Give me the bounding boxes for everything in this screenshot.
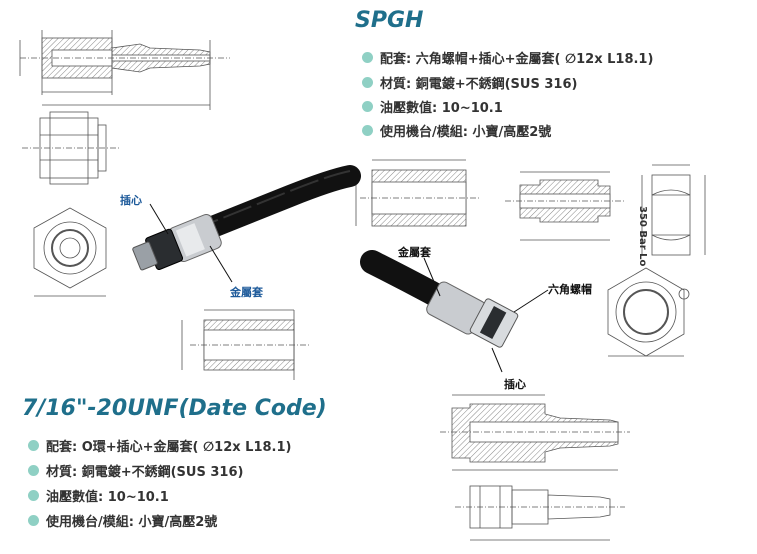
bullet-icon	[362, 52, 373, 63]
spgh-spec-fitting: 配套: 六角螺帽+插心+金屬套( ∅12x L18.1)	[362, 48, 653, 67]
spec-text: 使用機台/模組: 小寶/高壓2號	[46, 515, 218, 530]
hose-print-text: 350 Bar Lo	[637, 206, 648, 267]
right-label-core: 插心	[504, 378, 526, 391]
spec-text: 配套: O環+插心+金屬套( ∅12x L18.1)	[46, 440, 292, 455]
bullet-icon	[362, 101, 373, 112]
spec-text: 使用機台/模組: 小寶/高壓2號	[380, 125, 552, 140]
bullet-icon	[28, 515, 39, 526]
right-label-sleeve: 金屬套	[398, 246, 431, 259]
unf-title: 7/16"-20UNF(Date Code)	[22, 396, 327, 421]
right-hose-photo	[360, 250, 519, 348]
unf-spec-fitting: 配套: O環+插心+金屬套( ∅12x L18.1)	[28, 436, 291, 455]
left-hose-photo	[132, 165, 361, 271]
right-label-nut: 六角螺帽	[548, 283, 592, 296]
bullet-icon	[28, 465, 39, 476]
bullet-icon	[362, 77, 373, 88]
spec-text: 材質: 銅電鍍+不銹鋼(SUS 316)	[46, 465, 244, 480]
spec-text: 配套: 六角螺帽+插心+金屬套( ∅12x L18.1)	[380, 52, 654, 67]
bullet-icon	[362, 125, 373, 136]
spec-text: 油壓數值: 10~10.1	[46, 490, 169, 505]
spec-text: 油壓數值: 10~10.1	[380, 101, 503, 116]
bullet-icon	[28, 490, 39, 501]
unf-spec-machine: 使用機台/模組: 小寶/高壓2號	[28, 511, 217, 530]
unf-spec-pressure: 油壓數值: 10~10.1	[28, 486, 169, 505]
spec-text: 材質: 銅電鍍+不銹鋼(SUS 316)	[380, 77, 578, 92]
bullet-icon	[28, 440, 39, 451]
left-label-core: 插心	[120, 194, 142, 207]
spgh-spec-machine: 使用機台/模組: 小寶/高壓2號	[362, 121, 551, 140]
spgh-spec-pressure: 油壓數值: 10~10.1	[362, 97, 503, 116]
left-label-sleeve: 金屬套	[230, 286, 263, 299]
spgh-spec-material: 材質: 銅電鍍+不銹鋼(SUS 316)	[362, 73, 577, 92]
unf-spec-material: 材質: 銅電鍍+不銹鋼(SUS 316)	[28, 461, 243, 480]
spgh-title: SPGH	[355, 8, 424, 33]
